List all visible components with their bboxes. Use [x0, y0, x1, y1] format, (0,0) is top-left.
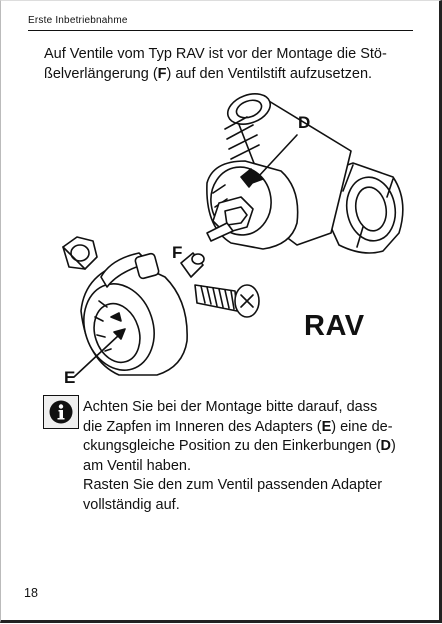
- screw: [194, 284, 260, 318]
- callout-arrow-d: [251, 134, 298, 184]
- info-icon: [43, 395, 79, 429]
- header-rule: [28, 30, 413, 31]
- notice-line-2-end: ) eine de-: [331, 418, 393, 435]
- notice-paragraph: Achten Sie bei der Montage bitte darauf,…: [83, 398, 408, 516]
- intro-paragraph: Auf Ventile vom Typ RAV ist vor der Mont…: [44, 44, 404, 84]
- page-number: 18: [24, 586, 38, 600]
- info-icon-glyph: [49, 400, 73, 424]
- notice-part-d: D: [380, 438, 391, 455]
- callout-label-d: D: [298, 113, 311, 132]
- notice-line-2-start: die Zapfen im Inneren des Adapters (: [83, 418, 322, 435]
- plunger-extension-f: [180, 252, 205, 278]
- callout-arrow-e: [73, 328, 126, 378]
- notice-line-3-end: ): [390, 438, 396, 455]
- section-title: Erste Inbetriebnahme: [28, 15, 128, 26]
- notice-line-4: am Ventil haben.: [83, 457, 192, 474]
- intro-line-2-end: ) auf den Ventilstift aufzusetzen.: [166, 66, 373, 82]
- notice-line-3-start: ckungsgleiche Position zu den Einkerbung…: [83, 438, 381, 455]
- valve-body: [224, 93, 352, 246]
- intro-line-2-start: ßelverlängerung (: [44, 66, 158, 82]
- hex-nut: [62, 236, 98, 270]
- notice-line-1: Achten Sie bei der Montage bitte darauf,…: [83, 399, 378, 415]
- intro-line-1: Auf Ventile vom Typ RAV ist vor der Mont…: [44, 46, 387, 62]
- notice-line-6: vollständig auf.: [83, 496, 180, 513]
- valve-pin: [206, 196, 254, 242]
- intro-part-f: F: [157, 66, 167, 82]
- adapter-e: [80, 252, 188, 376]
- callout-label-e: E: [64, 368, 76, 387]
- valve-type-label: RAV: [304, 310, 365, 342]
- notice-part-e: E: [321, 418, 332, 435]
- callout-label-f: F: [172, 243, 183, 262]
- notice-line-5: Rasten Sie den zum Ventil passenden Adap…: [83, 477, 383, 494]
